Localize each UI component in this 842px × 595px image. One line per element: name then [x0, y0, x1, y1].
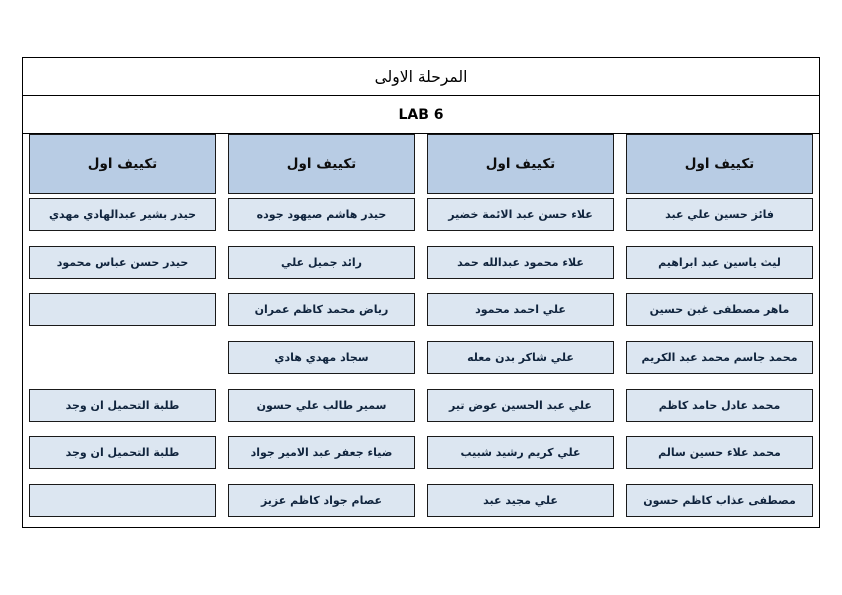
student-cell: ماهر مصطفى غبن حسين	[626, 293, 813, 326]
student-name: علي شاكر بدن معله	[467, 351, 574, 364]
group-column-3: تكييف اول حيدر هاشم صيهود جوده رائد جميل…	[222, 134, 421, 527]
student-cell: حيدر بشير عبدالهادي مهدي	[29, 198, 216, 231]
student-cell: حيدر حسن عباس محمود	[29, 246, 216, 279]
student-cell: محمد علاء حسين سالم	[626, 436, 813, 469]
group-header-2: تكييف اول	[427, 134, 614, 194]
student-name: علي كريم رشيد شبيب	[460, 446, 581, 459]
student-name: مصطفى عذاب كاظم حسون	[643, 494, 796, 507]
group-header-label: تكييف اول	[286, 156, 357, 172]
student-name: علاء حسن عبد الائمة خضير	[448, 208, 593, 221]
student-name: علي عبد الحسين عوض تير	[449, 399, 592, 412]
student-name: عصام جواد كاظم عزيز	[260, 494, 383, 507]
student-cell: طلبة التحميل ان وجد	[29, 436, 216, 469]
student-name: محمد عادل حامد كاظم	[658, 399, 781, 412]
student-name: حيدر بشير عبدالهادي مهدي	[48, 208, 197, 221]
student-name: علاء محمود عبدالله حمد	[457, 256, 584, 269]
student-cell: رياض محمد كاظم عمران	[228, 293, 415, 326]
student-name: محمد علاء حسين سالم	[658, 446, 781, 459]
group-column-2: تكييف اول علاء حسن عبد الائمة خضير علاء …	[421, 134, 620, 527]
student-cell: ليث ياسين عبد ابراهيم	[626, 246, 813, 279]
student-cell: سجاد مهدي هادي	[228, 341, 415, 374]
student-name: رياض محمد كاظم عمران	[254, 303, 389, 316]
student-name: ليث ياسين عبد ابراهيم	[658, 256, 781, 269]
group-header-label: تكييف اول	[485, 156, 556, 172]
student-cell: فائز حسين علي عبد	[626, 198, 813, 231]
lab-label-row: LAB 6	[23, 96, 819, 134]
student-cell: حيدر هاشم صيهود جوده	[228, 198, 415, 231]
student-name: طلبة التحميل ان وجد	[65, 446, 180, 459]
student-cell: محمد جاسم محمد عبد الكريم	[626, 341, 813, 374]
student-cell: طلبة التحميل ان وجد	[29, 389, 216, 422]
group-column-4: تكييف اول حيدر بشير عبدالهادي مهدي حيدر …	[23, 134, 222, 527]
group-header-4: تكييف اول	[29, 134, 216, 194]
group-header-1: تكييف اول	[626, 134, 813, 194]
student-cell: علي احمد محمود	[427, 293, 614, 326]
student-cell-empty	[29, 484, 216, 517]
student-name: رائد جميل علي	[281, 256, 362, 269]
student-cell: علي عبد الحسين عوض تير	[427, 389, 614, 422]
student-cell: سمير طالب علي حسون	[228, 389, 415, 422]
student-cell: عصام جواد كاظم عزيز	[228, 484, 415, 517]
student-name: محمد جاسم محمد عبد الكريم	[641, 351, 798, 364]
student-name: فائز حسين علي عبد	[665, 208, 774, 221]
student-cell: علي شاكر بدن معله	[427, 341, 614, 374]
group-header-label: تكييف اول	[684, 156, 755, 172]
columns-grid: تكييف اول فائز حسين علي عبد ليث ياسين عب…	[23, 134, 819, 527]
page-title: المرحلة الاولى	[374, 67, 468, 86]
student-name: علي مجيد عبد	[483, 494, 558, 507]
student-cell: رائد جميل علي	[228, 246, 415, 279]
student-name: حيدر هاشم صيهود جوده	[256, 208, 387, 221]
student-cell: محمد عادل حامد كاظم	[626, 389, 813, 422]
student-name: ماهر مصطفى غبن حسين	[649, 303, 790, 316]
lab-label: LAB 6	[398, 106, 444, 123]
student-cell: ضياء جعفر عبد الامير جواد	[228, 436, 415, 469]
student-name: ضياء جعفر عبد الامير جواد	[250, 446, 393, 459]
student-cell: علاء حسن عبد الائمة خضير	[427, 198, 614, 231]
student-name: طلبة التحميل ان وجد	[65, 399, 180, 412]
student-cell: علاء محمود عبدالله حمد	[427, 246, 614, 279]
student-name: سجاد مهدي هادي	[274, 351, 369, 364]
student-name: سمير طالب علي حسون	[256, 399, 387, 412]
schedule-table: المرحلة الاولى LAB 6 تكييف اول فائز حسين…	[22, 57, 820, 528]
student-cell: علي مجيد عبد	[427, 484, 614, 517]
student-name: حيدر حسن عباس محمود	[56, 256, 189, 269]
group-header-label: تكييف اول	[87, 156, 158, 172]
student-cell: مصطفى عذاب كاظم حسون	[626, 484, 813, 517]
student-name: علي احمد محمود	[475, 303, 566, 316]
document-title-row: المرحلة الاولى	[23, 58, 819, 96]
group-header-3: تكييف اول	[228, 134, 415, 194]
group-column-1: تكييف اول فائز حسين علي عبد ليث ياسين عب…	[620, 134, 819, 527]
student-cell: علي كريم رشيد شبيب	[427, 436, 614, 469]
student-cell-empty	[29, 293, 216, 326]
